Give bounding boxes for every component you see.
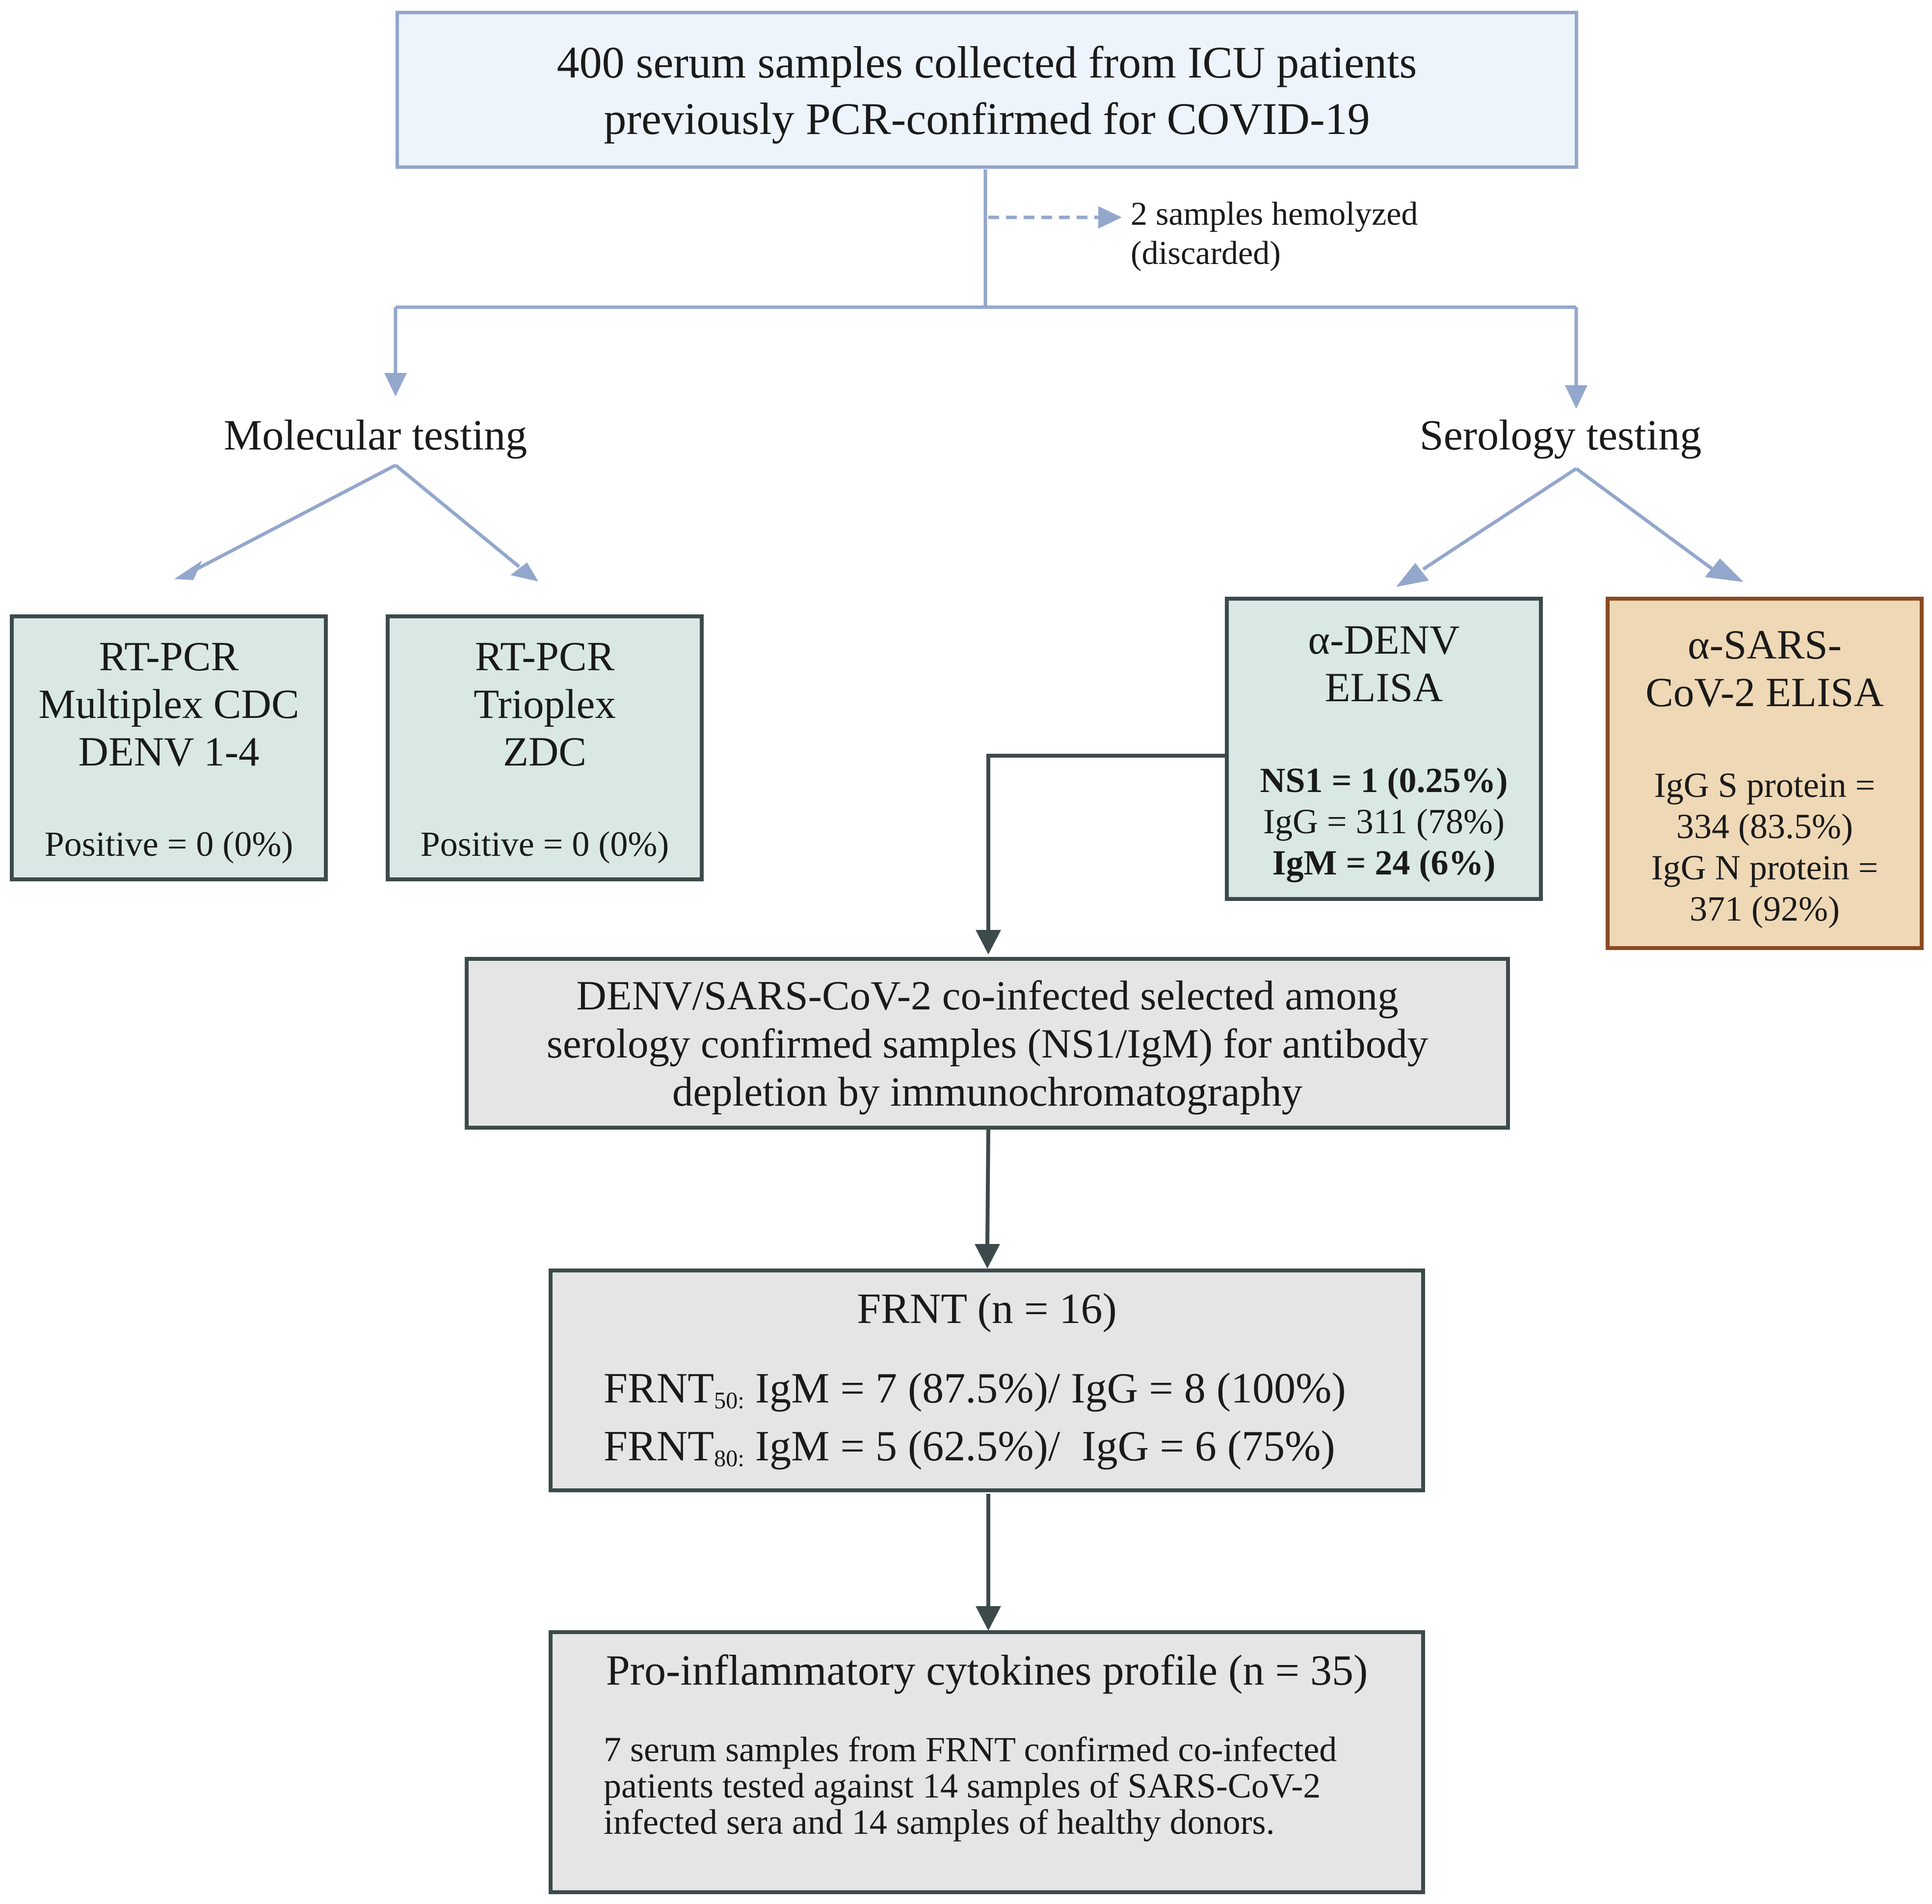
- molecular-testing-heading: Molecular testing: [223, 412, 528, 459]
- sars-elisa-results: IgG S protein = 334 (83.5%) IgG N protei…: [1606, 765, 1924, 929]
- rtpcr-multiplex-text: RT-PCR Multiplex CDC DENV 1-4: [10, 633, 328, 776]
- rtpcr2-line-1: RT-PCR: [475, 634, 615, 680]
- cytokines-description: 7 serum samples from FRNT confirmed co-i…: [604, 1731, 1337, 1840]
- denv-igg-result: IgG = 311 (78%): [1263, 802, 1505, 841]
- frnt80-values: IgM = 5 (62.5%)/ IgG = 6 (75%): [744, 1423, 1335, 1470]
- sars-n-protein-label: IgG N protein =: [1651, 848, 1879, 887]
- rtpcr2-line-2: Trioplex: [474, 681, 616, 727]
- discarded-line-2: (discarded): [1131, 234, 1281, 271]
- serology-branch-left: [1422, 467, 1577, 571]
- rtpcr2-line-3: ZDC: [503, 729, 586, 775]
- frnt80-row: FRNT80: IgM = 5 (62.5%)/ IgG = 6 (75%): [604, 1422, 1335, 1483]
- arrowhead-denv: [1396, 563, 1429, 587]
- sars-line-1: α-SARS-: [1688, 622, 1842, 668]
- frnt50-prefix: FRNT: [604, 1365, 714, 1412]
- sars-n-protein-value: 371 (92%): [1690, 889, 1840, 928]
- rtpcr1-line-3: DENV 1-4: [78, 729, 260, 775]
- denv-to-coinfected-line: [986, 754, 1225, 932]
- arrowhead-discard: [1098, 206, 1122, 229]
- source-line-2: previously PCR-confirmed for COVID-19: [604, 94, 1370, 144]
- coinfected-selection-text: DENV/SARS-CoV-2 co-infected selected amo…: [465, 972, 1510, 1116]
- cytokines-title: Pro-inflammatory cytokines profile (n = …: [606, 1647, 1368, 1694]
- sars-elisa-box: [1606, 597, 1924, 950]
- molecular-branch-left: [195, 463, 397, 571]
- sars-s-protein-label: IgG S protein =: [1654, 766, 1876, 805]
- sars-s-protein-value: 334 (83.5%): [1676, 807, 1853, 846]
- denv-ns1-result: NS1 = 1 (0.25%): [1260, 761, 1508, 800]
- coinfected-line-1: DENV/SARS-CoV-2 co-infected selected amo…: [576, 973, 1399, 1019]
- denv-igm-result: IgM = 24 (6%): [1272, 843, 1496, 882]
- arrowhead-serology: [1565, 385, 1588, 409]
- rtpcr-multiplex-box: [10, 614, 328, 881]
- cytokines-line-2: patients tested against 14 samples of SA…: [604, 1766, 1321, 1805]
- dark-connectors: [985, 754, 1225, 1609]
- sars-elisa-title: α-SARS- CoV-2 ELISA: [1606, 621, 1924, 716]
- rtpcr1-result: Positive = 0 (0%): [44, 824, 293, 864]
- rtpcr1-line-2: Multiplex CDC: [38, 681, 299, 727]
- frnt80-prefix: FRNT: [604, 1423, 714, 1470]
- molecular-branch-right: [394, 464, 521, 568]
- arrowhead-sars: [1705, 558, 1744, 582]
- arrowhead-molecular: [384, 373, 407, 397]
- frnt-title: FRNT (n = 16): [857, 1285, 1117, 1333]
- frnt50-subscript: 50:: [714, 1388, 744, 1414]
- sars-line-2: CoV-2 ELISA: [1645, 669, 1884, 715]
- arrowhead-coinfected: [976, 930, 1001, 954]
- coinfected-selection-box: [465, 957, 1510, 1130]
- serology-testing-heading: Serology testing: [1419, 412, 1702, 459]
- rtpcr-trioplex-box: [386, 614, 704, 881]
- cytokines-box: [549, 1630, 1425, 1894]
- arrowhead-cytokines: [976, 1606, 1001, 1631]
- cytokines-line-1: 7 serum samples from FRNT confirmed co-i…: [604, 1730, 1337, 1769]
- denv-line-2: ELISA: [1324, 664, 1443, 711]
- rtpcr1-line-1: RT-PCR: [99, 634, 239, 680]
- arrowhead-rtpcr1: [174, 560, 202, 580]
- dark-arrowheads: [975, 930, 1001, 1631]
- serology-branch-right: [1575, 467, 1714, 571]
- frnt80-subscript: 80:: [714, 1446, 744, 1472]
- light-arrowheads: [174, 206, 1744, 587]
- cytokines-line-3: infected sera and 14 samples of healthy …: [604, 1802, 1275, 1842]
- coinfected-to-frnt-line: [985, 1127, 990, 1247]
- denv-elisa-box: [1225, 597, 1543, 901]
- denv-elisa-title: α-DENV ELISA: [1225, 616, 1543, 712]
- discarded-line-1: 2 samples hemolyzed: [1131, 195, 1418, 232]
- source-line-1: 400 serum samples collected from ICU pat…: [556, 37, 1417, 87]
- coinfected-line-3: depletion by immunochromatography: [672, 1069, 1303, 1115]
- frnt-box: [549, 1269, 1425, 1492]
- discarded-note: 2 samples hemolyzed (discarded): [1131, 194, 1418, 272]
- light-connectors: [195, 169, 1714, 571]
- source-samples-box: [396, 11, 1578, 169]
- arrowhead-rtpcr2: [510, 562, 538, 582]
- frnt50-values: IgM = 7 (87.5%)/ IgG = 8 (100%): [744, 1365, 1346, 1412]
- arrowhead-frnt: [975, 1244, 1000, 1269]
- rtpcr2-result: Positive = 0 (0%): [420, 824, 669, 864]
- frnt50-row: FRNT50: IgM = 7 (87.5%)/ IgG = 8 (100%): [604, 1364, 1346, 1426]
- denv-line-1: α-DENV: [1308, 617, 1460, 663]
- coinfected-line-2: serology confirmed samples (NS1/IgM) for…: [546, 1021, 1429, 1067]
- denv-elisa-results: NS1 = 1 (0.25%) IgG = 311 (78%) IgM = 24…: [1225, 760, 1543, 883]
- source-samples-text: 400 serum samples collected from ICU pat…: [396, 34, 1578, 147]
- rtpcr-trioplex-text: RT-PCR Trioplex ZDC: [386, 633, 704, 776]
